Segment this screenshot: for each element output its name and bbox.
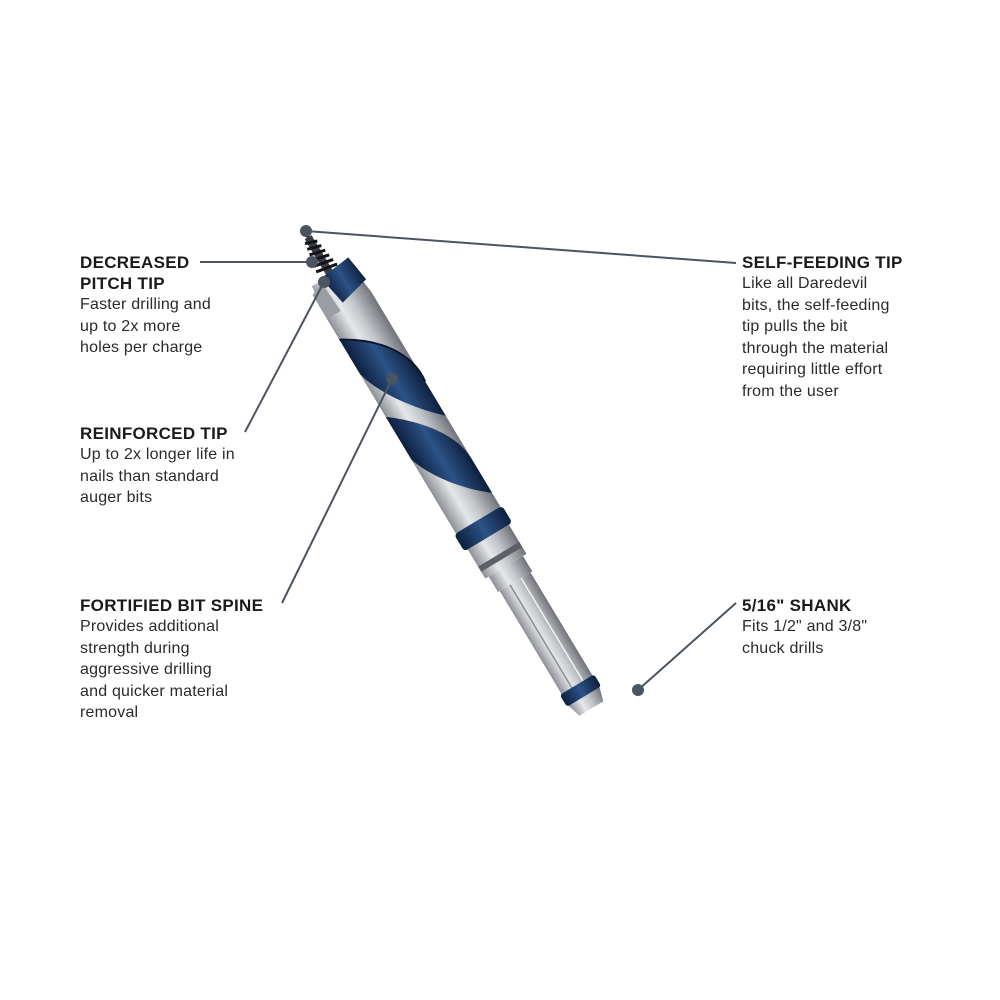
callout-title: DECREASED PITCH TIP [80,253,190,293]
leader-lines [200,225,737,696]
callout-title: REINFORCED TIP [80,424,228,443]
callout-description: Faster drilling and up to 2x more holes … [80,296,211,356]
callout-self-feeding-tip: SELF-FEEDING TIP Like all Daredevil bits… [742,252,962,402]
callout-title: SELF-FEEDING TIP [742,253,903,272]
callout-decreased-pitch-tip: DECREASED PITCH TIP Faster drilling and … [80,252,320,359]
drill-bit [304,232,604,716]
callout-title: FORTIFIED BIT SPINE [80,596,264,615]
bit-body [327,292,501,534]
callout-title: 5/16" SHANK [742,596,852,615]
callout-shank: 5/16" SHANK Fits 1/2" and 3/8" chuck dri… [742,595,962,659]
bit-collar [455,507,533,593]
callout-description: Provides additional strength during aggr… [80,618,229,721]
leader-reinforced [244,276,330,433]
callout-description: Like all Daredevil bits, the self-feedin… [742,275,890,400]
callout-reinforced-tip: REINFORCED TIP Up to 2x longer life in n… [80,423,320,509]
leader-decreased-pitch [200,256,318,268]
leader-self-feeding [300,225,737,264]
leader-shank [632,602,737,696]
leader-fortified [281,373,398,604]
callout-fortified-bit-spine: FORTIFIED BIT SPINE Provides additional … [80,595,320,724]
screw-tip [304,232,338,277]
hex-shank [499,572,604,716]
callout-description: Up to 2x longer life in nails than stand… [80,446,235,506]
callout-description: Fits 1/2" and 3/8" chuck drills [742,618,868,657]
